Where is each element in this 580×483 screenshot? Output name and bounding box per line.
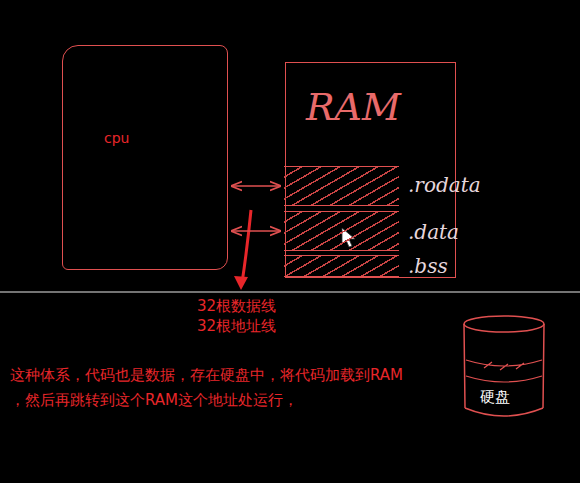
cylinder-body — [464, 324, 544, 416]
memory-section: .data — [284, 211, 399, 251]
node-label: .bss — [408, 254, 448, 278]
cpu-box: cpu — [62, 45, 228, 270]
memory-section: .rodata — [284, 166, 399, 206]
hard-disk: 硬盘 — [460, 312, 548, 422]
node-label: .rodata — [408, 173, 481, 197]
pointer-arrowhead — [234, 276, 248, 290]
bus-arrow — [232, 230, 280, 232]
pointer-arrow — [242, 210, 251, 283]
node-label: cpu — [104, 130, 129, 146]
wire-count-note: 32根数据线 — [197, 296, 276, 316]
bus-arrow — [232, 185, 280, 187]
divider-line — [0, 291, 580, 292]
ram-box: RAM .rodata .data .bss — [285, 62, 456, 278]
node-label: 硬盘 — [480, 388, 510, 407]
wire-count-note: 32根地址线 — [197, 316, 276, 336]
node-label: .data — [408, 220, 459, 244]
explanation-note: 这种体系，代码也是数据，存在硬盘中，将代码加载到RAM ，然后再跳转到这个RAM… — [10, 363, 407, 413]
disk-band — [466, 360, 542, 382]
memory-section: .bss — [284, 255, 399, 277]
cylinder-top — [464, 316, 544, 332]
node-label: RAM — [306, 85, 401, 129]
